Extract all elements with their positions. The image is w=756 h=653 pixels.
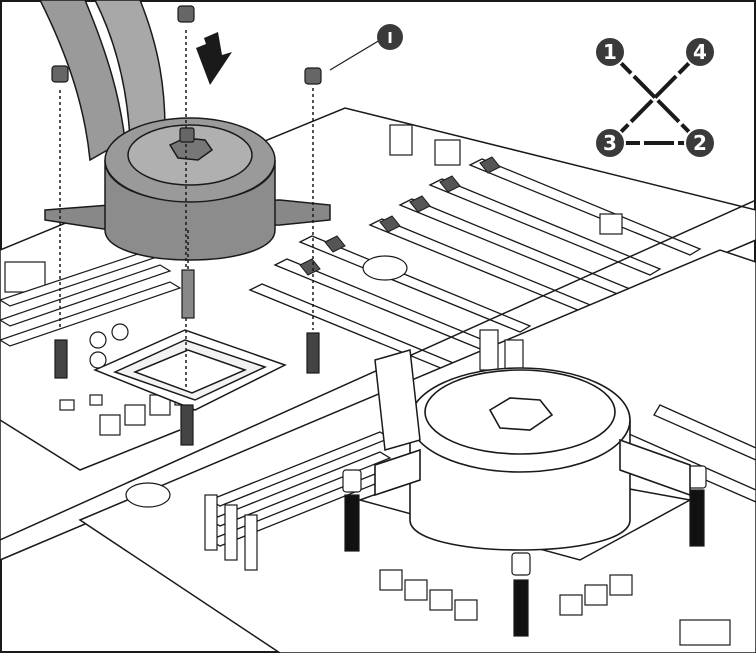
screw-icon <box>51 5 322 143</box>
sequence-node-4 <box>684 36 716 68</box>
step-badge: I <box>329 24 403 71</box>
cpu-socket-back <box>93 329 287 411</box>
pump-exploded <box>104 117 276 261</box>
sequence-node-3 <box>594 127 626 159</box>
front-board-components <box>125 329 731 646</box>
tubing-front <box>374 349 421 451</box>
standoff-icon <box>54 269 320 446</box>
sequence-node-2 <box>684 127 716 159</box>
ram-slots-back <box>248 158 702 381</box>
down-arrow-icon <box>196 32 232 85</box>
sequence-label-2: 2 <box>693 131 707 155</box>
tightening-sequence: 1 4 3 2 <box>594 36 716 159</box>
screw-icon <box>342 465 707 576</box>
ram-latches-back <box>299 156 501 276</box>
sequence-label-3: 3 <box>603 131 617 155</box>
sequence-node-1 <box>594 36 626 68</box>
sequence-label-4: 4 <box>693 40 707 64</box>
standoff-icon <box>344 489 705 637</box>
pump-installed <box>374 367 691 551</box>
step-badge-label: I <box>387 29 393 47</box>
sequence-label-1: 1 <box>603 40 617 64</box>
